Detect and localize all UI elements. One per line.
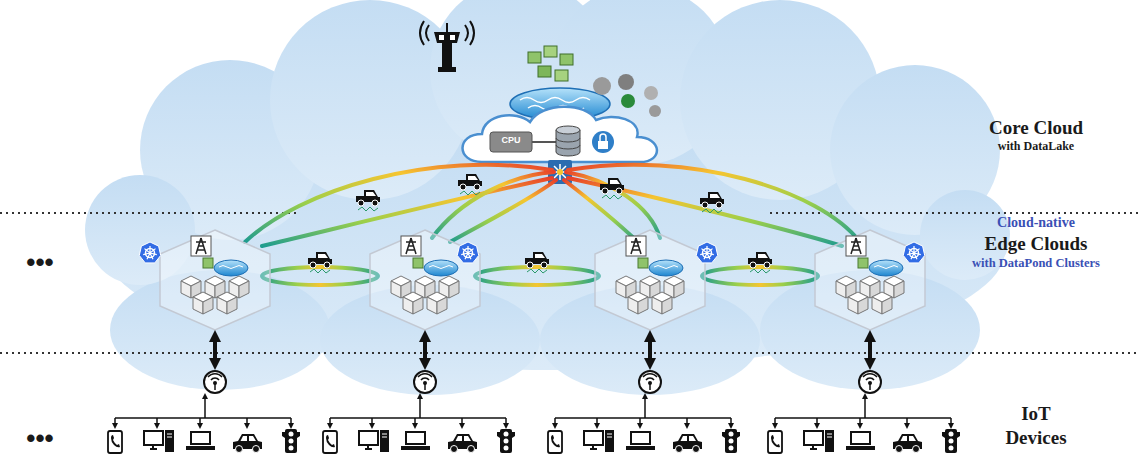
title-text: IoT Devices [994, 402, 1078, 450]
core-edge-flow-part [568, 178, 842, 246]
background-cloud [85, 0, 1010, 395]
control-tower-icon-part [434, 32, 460, 43]
antenna-icon-part [414, 371, 436, 393]
kubernetes-icon-part [457, 242, 478, 263]
title-text: Cloud-native [949, 214, 1124, 232]
core-cloud-icon-part [556, 126, 580, 134]
truck-icon-part [356, 190, 380, 211]
datalake-icon-part [544, 46, 557, 57]
edge-cluster-icon [160, 230, 925, 330]
truck-icon-part [525, 252, 549, 273]
core-cloud-icon [463, 107, 657, 184]
truck-icon-part [458, 174, 482, 195]
layer-title: Core Cloudwith DataLake [956, 116, 1116, 154]
truck-icon-part [748, 252, 772, 273]
truck-icon-part [700, 192, 724, 213]
datalake-icon [510, 46, 661, 120]
layer-separator-part [0, 212, 300, 214]
uplink-arrow-part [868, 336, 872, 364]
subtitle-text: Edge Clouds [949, 232, 1124, 255]
device-group-icon-part [323, 396, 515, 453]
device-group-icon-part [548, 396, 740, 453]
antenna-icon [204, 371, 881, 393]
uplink-arrow-part [423, 336, 427, 364]
title-text: Core Cloud [956, 116, 1116, 139]
core-edge-flow-part [450, 180, 556, 242]
datalake-icon-part [644, 86, 658, 100]
layer-separator [0, 213, 1139, 353]
core-cloud-icon-part [490, 132, 532, 152]
core-edge-flow-part [432, 172, 554, 238]
uplink-arrow-part [213, 336, 217, 364]
device-group-icon [108, 396, 960, 453]
control-tower-icon-part [439, 35, 455, 40]
layer-title: Cloud-nativeEdge Cloudswith DataPond Clu… [949, 214, 1124, 271]
edge-cluster-icon-part [595, 230, 705, 330]
antenna-icon-part [639, 371, 661, 393]
edge-cluster-icon-part [815, 230, 925, 330]
antenna-icon-part [859, 371, 881, 393]
core-cloud-icon-part [557, 169, 563, 175]
core-cloud-icon-part [556, 138, 580, 149]
core-cloud-icon-part [592, 131, 614, 153]
chip-label: CPU [501, 136, 520, 146]
uplink-arrow-part [648, 336, 652, 364]
control-tower-icon-part [420, 21, 474, 45]
edge-edge-flow-part [262, 267, 378, 285]
datalake-icon-part [555, 70, 568, 81]
device-group-icon-part [108, 396, 300, 453]
truck-icon [308, 174, 772, 273]
datalake-icon-part [538, 66, 551, 77]
core-cloud-icon-part [600, 134, 606, 141]
edge-cluster-icon-part [160, 230, 270, 330]
core-cloud-icon-part [463, 107, 657, 162]
datalake-icon-part [649, 105, 661, 117]
control-tower-icon-part [442, 43, 452, 69]
ellipsis-mark: ••• [26, 424, 53, 453]
control-tower-icon-part [438, 67, 456, 72]
datalake-icon-part [618, 74, 634, 90]
layer-separator-part [0, 352, 1139, 354]
antenna-icon-part [204, 371, 226, 393]
ellipsis-mark: ••• [26, 248, 53, 277]
edge-cluster-icon-part [370, 230, 480, 330]
datalake-icon-part [621, 94, 635, 108]
control-tower-icon [420, 21, 474, 72]
edge-edge-flow-part [475, 267, 599, 285]
truck-icon-part [600, 178, 624, 199]
kubernetes-icon-part [903, 242, 924, 263]
datalake-icon-part [560, 54, 573, 65]
kubernetes-icon-part [139, 242, 160, 263]
edge-edge-flow-part [702, 267, 818, 285]
subtitle-text: with DataLake [956, 139, 1116, 154]
kubernetes-icon-part [696, 242, 717, 263]
core-edge-flow [245, 165, 860, 246]
core-edge-flow-part [245, 165, 552, 242]
uplink-arrow [215, 336, 870, 364]
core-cloud-icon-part [532, 141, 556, 143]
control-tower-icon-part [446, 23, 448, 32]
device-group-icon-part [768, 396, 960, 453]
core-edge-flow-part [568, 165, 860, 242]
layer-title: IoT Devices [994, 402, 1078, 450]
subtitle-text: with DataPond Clusters [949, 255, 1124, 271]
datalake-icon-part [593, 77, 611, 95]
core-cloud-icon-part [598, 141, 608, 149]
truck-icon-part [308, 252, 332, 273]
datalake-icon-part [528, 52, 541, 63]
